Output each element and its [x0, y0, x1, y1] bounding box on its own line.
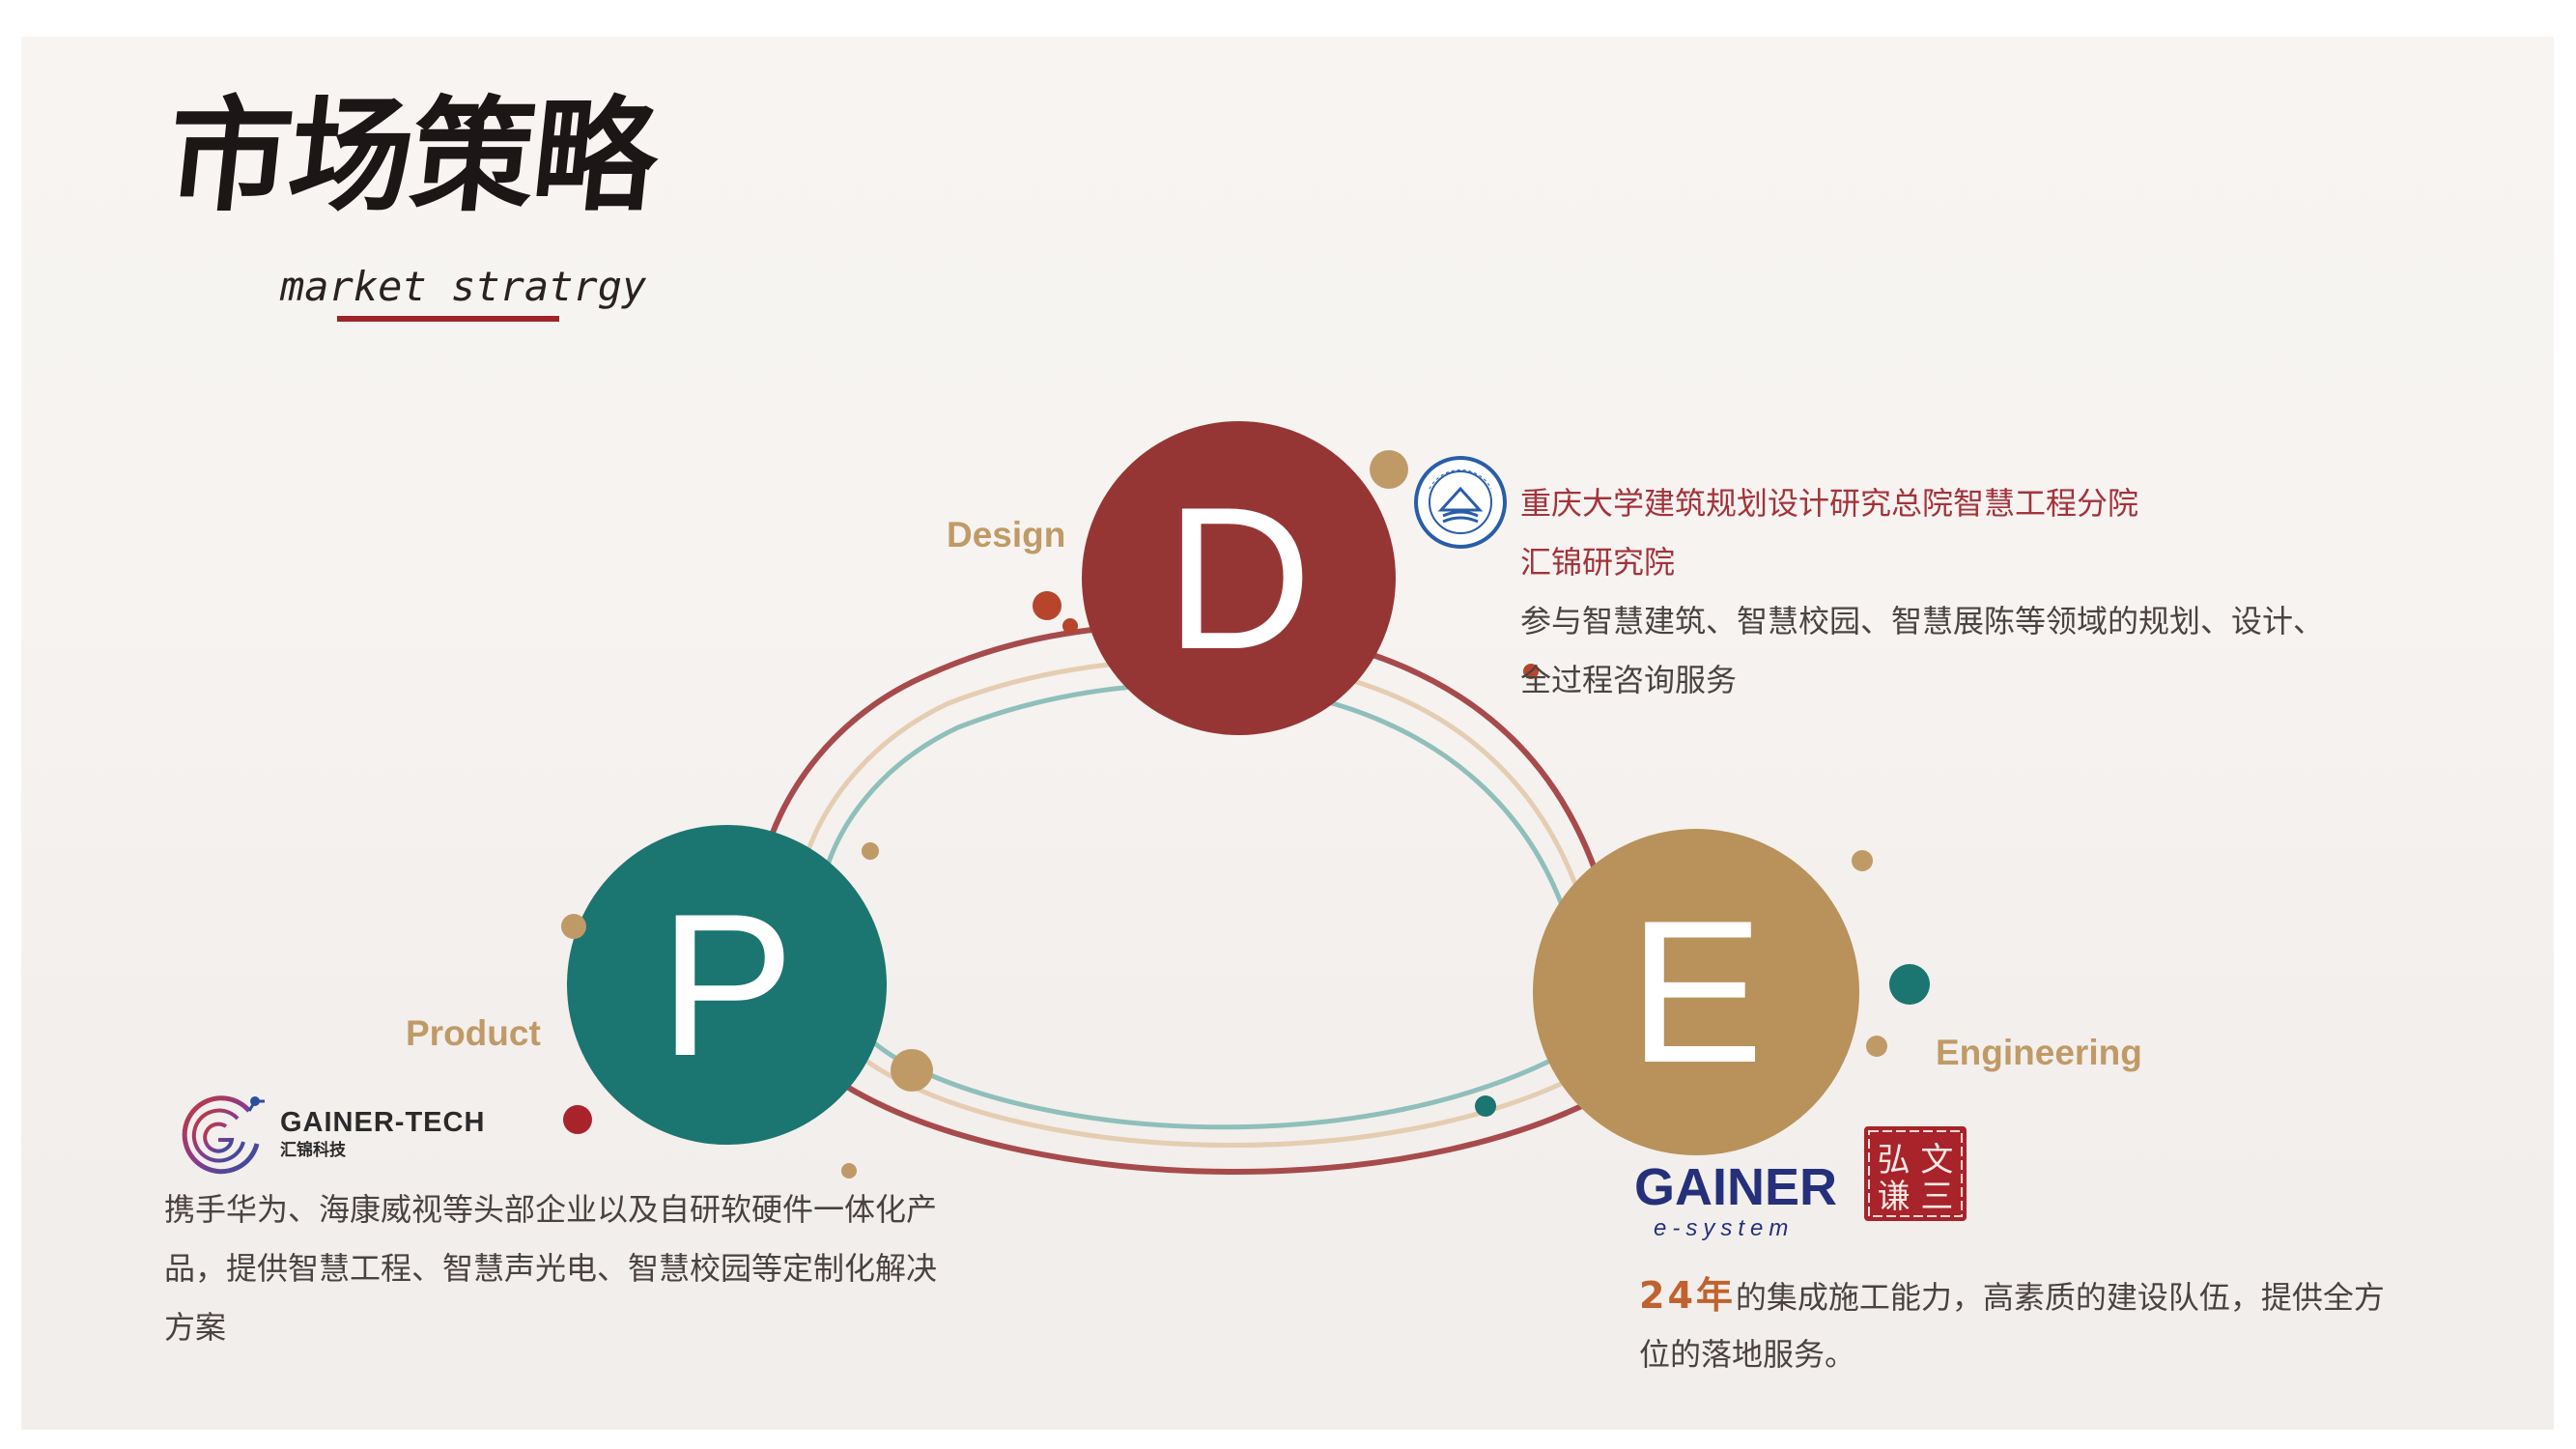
product-label: Product	[406, 1013, 541, 1053]
deco-dot	[1889, 964, 1930, 1005]
product-desc-line1: 携手华为、海康威视等头部企业以及自研软硬件一体化产	[164, 1191, 938, 1228]
page-subtitle: market stratrgy	[280, 263, 647, 310]
engineering-desc-line2: 位的落地服务。	[1639, 1336, 1856, 1373]
gainer-tech-logo-icon	[182, 1095, 265, 1175]
slide: 市场策略 market stratrgy D P E Design Produc…	[21, 37, 2554, 1430]
product-circle: P	[567, 825, 887, 1145]
deco-dot	[1062, 618, 1078, 634]
ring-teal	[814, 681, 1589, 1130]
design-institute-name: 汇锦研究院	[1520, 544, 1676, 581]
title-underline	[337, 316, 559, 322]
deco-dot	[561, 914, 586, 939]
university-emblem-icon	[1414, 456, 1507, 549]
deco-dot	[891, 1049, 933, 1092]
connection-rings	[752, 621, 1633, 1175]
deco-dot	[1370, 450, 1408, 489]
design-org-name: 重庆大学建筑规划设计研究总院智慧工程分院	[1520, 485, 2139, 522]
deco-dot	[1523, 664, 1539, 679]
gainer-esystem-logo-subtext: e-system	[1654, 1215, 1795, 1241]
engineering-desc-line1: 24年的集成施工能力，高素质的建设队伍，提供全方	[1639, 1266, 2385, 1327]
engineering-label: Engineering	[1936, 1033, 2142, 1072]
engineering-letter: E	[1628, 878, 1765, 1105]
deco-dot	[1852, 850, 1873, 871]
gainer-tech-logo-text: GAINER-TECH	[280, 1107, 486, 1138]
product-desc-line2: 品，提供智慧工程、智慧声光电、智慧校园等定制化解决	[164, 1250, 938, 1287]
engineering-highlight: 24年	[1639, 1274, 1736, 1317]
design-label: Design	[947, 515, 1066, 554]
deco-dot	[1866, 1036, 1887, 1057]
engineering-desc-text: 的集成施工能力，高素质的建设队伍，提供全方	[1735, 1279, 2385, 1316]
gainer-esystem-logo-text: GAINER	[1634, 1158, 1838, 1216]
deco-dot	[862, 842, 879, 860]
svg-text:弘 文: 弘 文	[1878, 1141, 1954, 1179]
deco-dot	[563, 1105, 592, 1134]
deco-dot	[1033, 591, 1062, 620]
design-letter: D	[1165, 464, 1313, 692]
design-desc-line2: 全过程咨询服务	[1520, 662, 1738, 698]
design-desc-line1: 参与智慧建筑、智慧校园、智慧展陈等领域的规划、设计、	[1520, 603, 2325, 639]
deco-dot	[1475, 1095, 1496, 1117]
product-desc-line3: 方案	[164, 1309, 227, 1346]
design-circle: D	[1082, 421, 1396, 735]
svg-text:谦 三: 谦 三	[1878, 1178, 1954, 1216]
gainer-tech-logo-subtext: 汇锦科技	[280, 1141, 346, 1160]
seal-stamp-icon: 弘 文 谦 三	[1864, 1126, 1967, 1221]
product-letter: P	[659, 870, 795, 1098]
deco-dot	[841, 1163, 857, 1179]
engineering-circle: E	[1533, 829, 1859, 1155]
ring-beige	[792, 657, 1608, 1148]
ring-red	[752, 621, 1633, 1175]
